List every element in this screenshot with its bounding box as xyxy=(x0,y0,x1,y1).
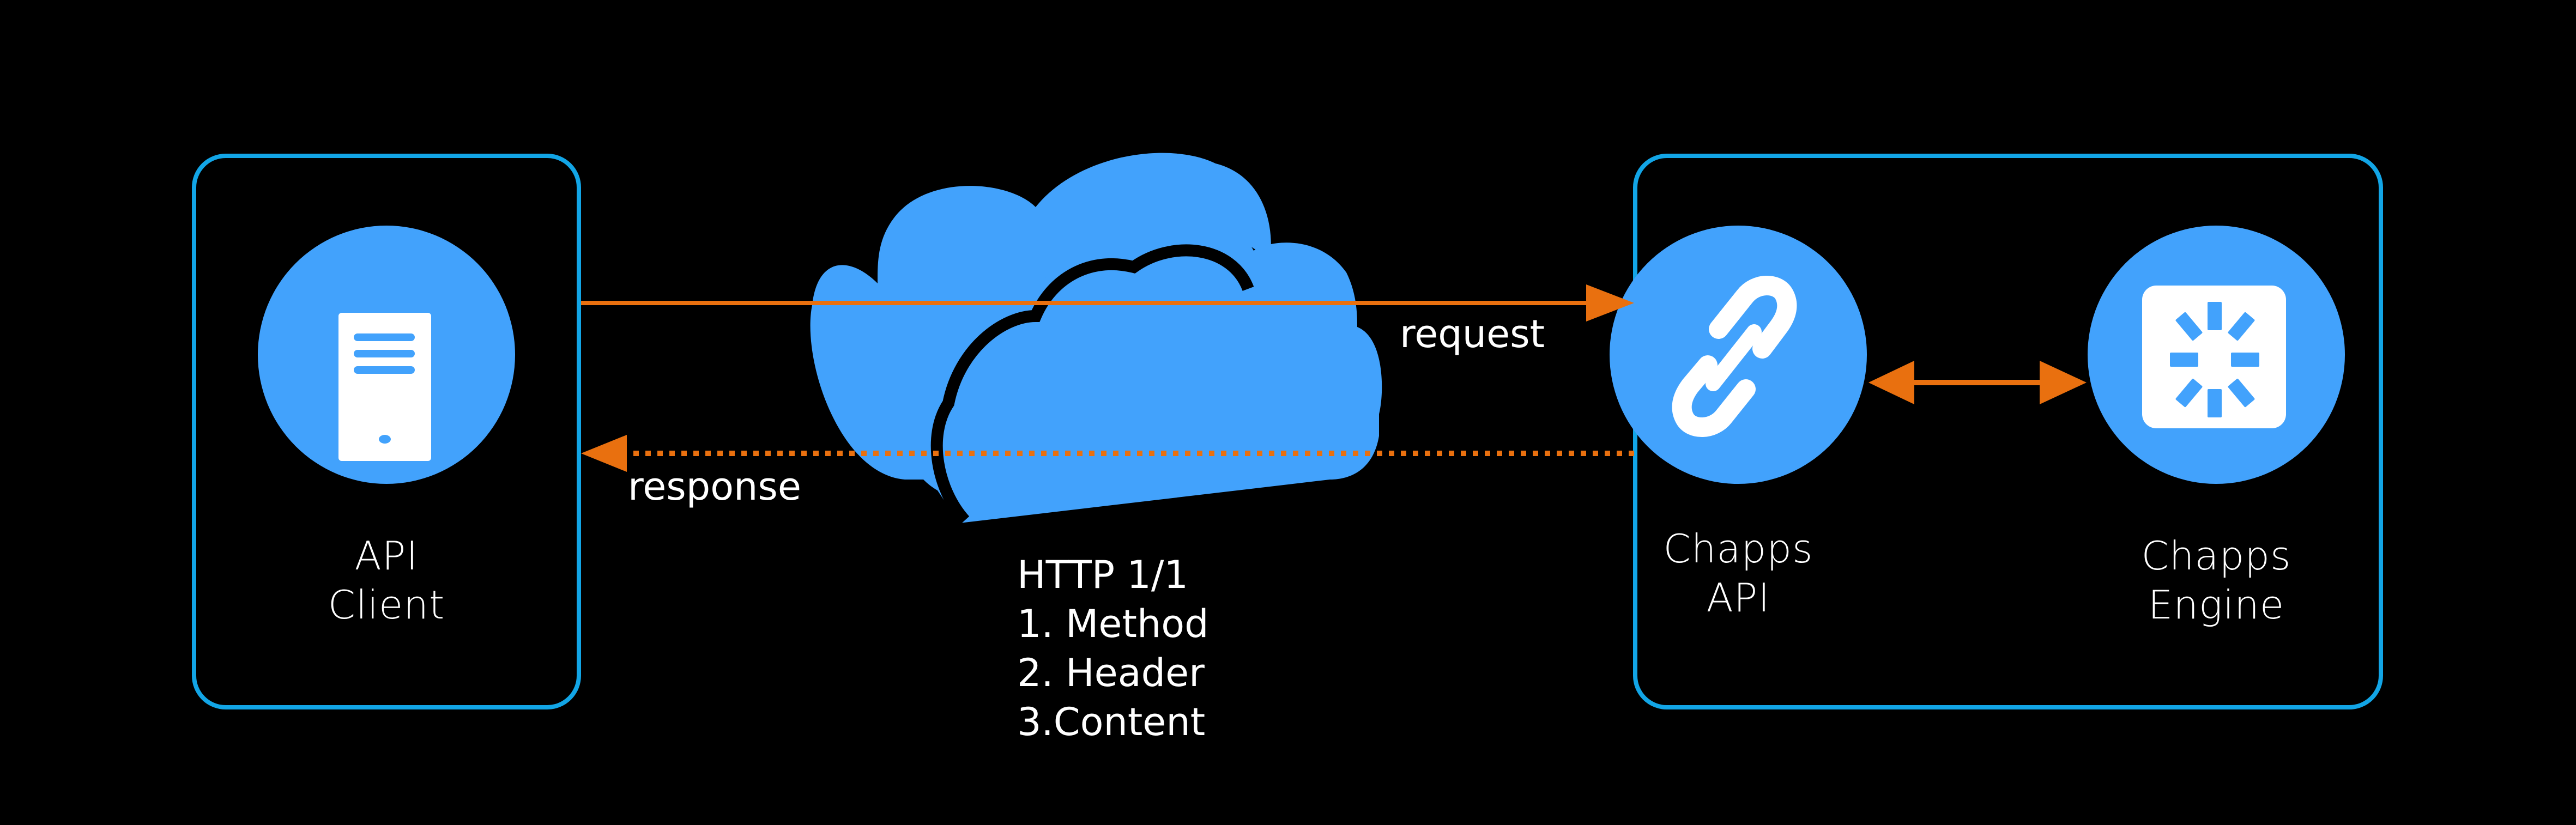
chapps-api-node[interactable] xyxy=(1610,226,1867,484)
api-engine-arrowhead-left xyxy=(1868,361,1914,404)
chapps-api-label-line2: API xyxy=(1706,575,1770,621)
api-engine-arrowhead-right xyxy=(2040,361,2087,404)
api-client-node[interactable] xyxy=(258,226,515,484)
http-title: HTTP 1/1 xyxy=(1017,553,1189,597)
api-client-label: API Client xyxy=(277,531,495,629)
server-icon xyxy=(338,313,431,461)
http-info: HTTP 1/1 1. Method 2. Header 3.Content xyxy=(1017,550,1209,747)
chapps-api-label-line1: Chapps xyxy=(1663,526,1813,572)
response-arrowhead xyxy=(581,435,627,472)
request-label: request xyxy=(1400,312,1545,356)
http-item-content: 3.Content xyxy=(1017,700,1206,744)
http-item-header: 2. Header xyxy=(1017,651,1205,695)
chapps-engine-label: Chapps Engine xyxy=(2107,531,2325,629)
http-item-method: 1. Method xyxy=(1017,602,1209,646)
api-client-label-line1: API xyxy=(354,533,419,579)
api-client-label-line2: Client xyxy=(328,582,445,628)
api-client-container xyxy=(192,154,581,709)
response-label: response xyxy=(628,464,801,509)
chapps-api-label: Chapps API xyxy=(1629,524,1847,622)
chapps-engine-node[interactable] xyxy=(2088,226,2345,484)
chapps-engine-label-line2: Engine xyxy=(2148,582,2285,628)
link-icon xyxy=(1672,276,1797,437)
spinner-icon xyxy=(2142,286,2286,428)
request-arrowhead xyxy=(1586,284,1634,321)
chapps-engine-label-line1: Chapps xyxy=(2141,533,2291,579)
